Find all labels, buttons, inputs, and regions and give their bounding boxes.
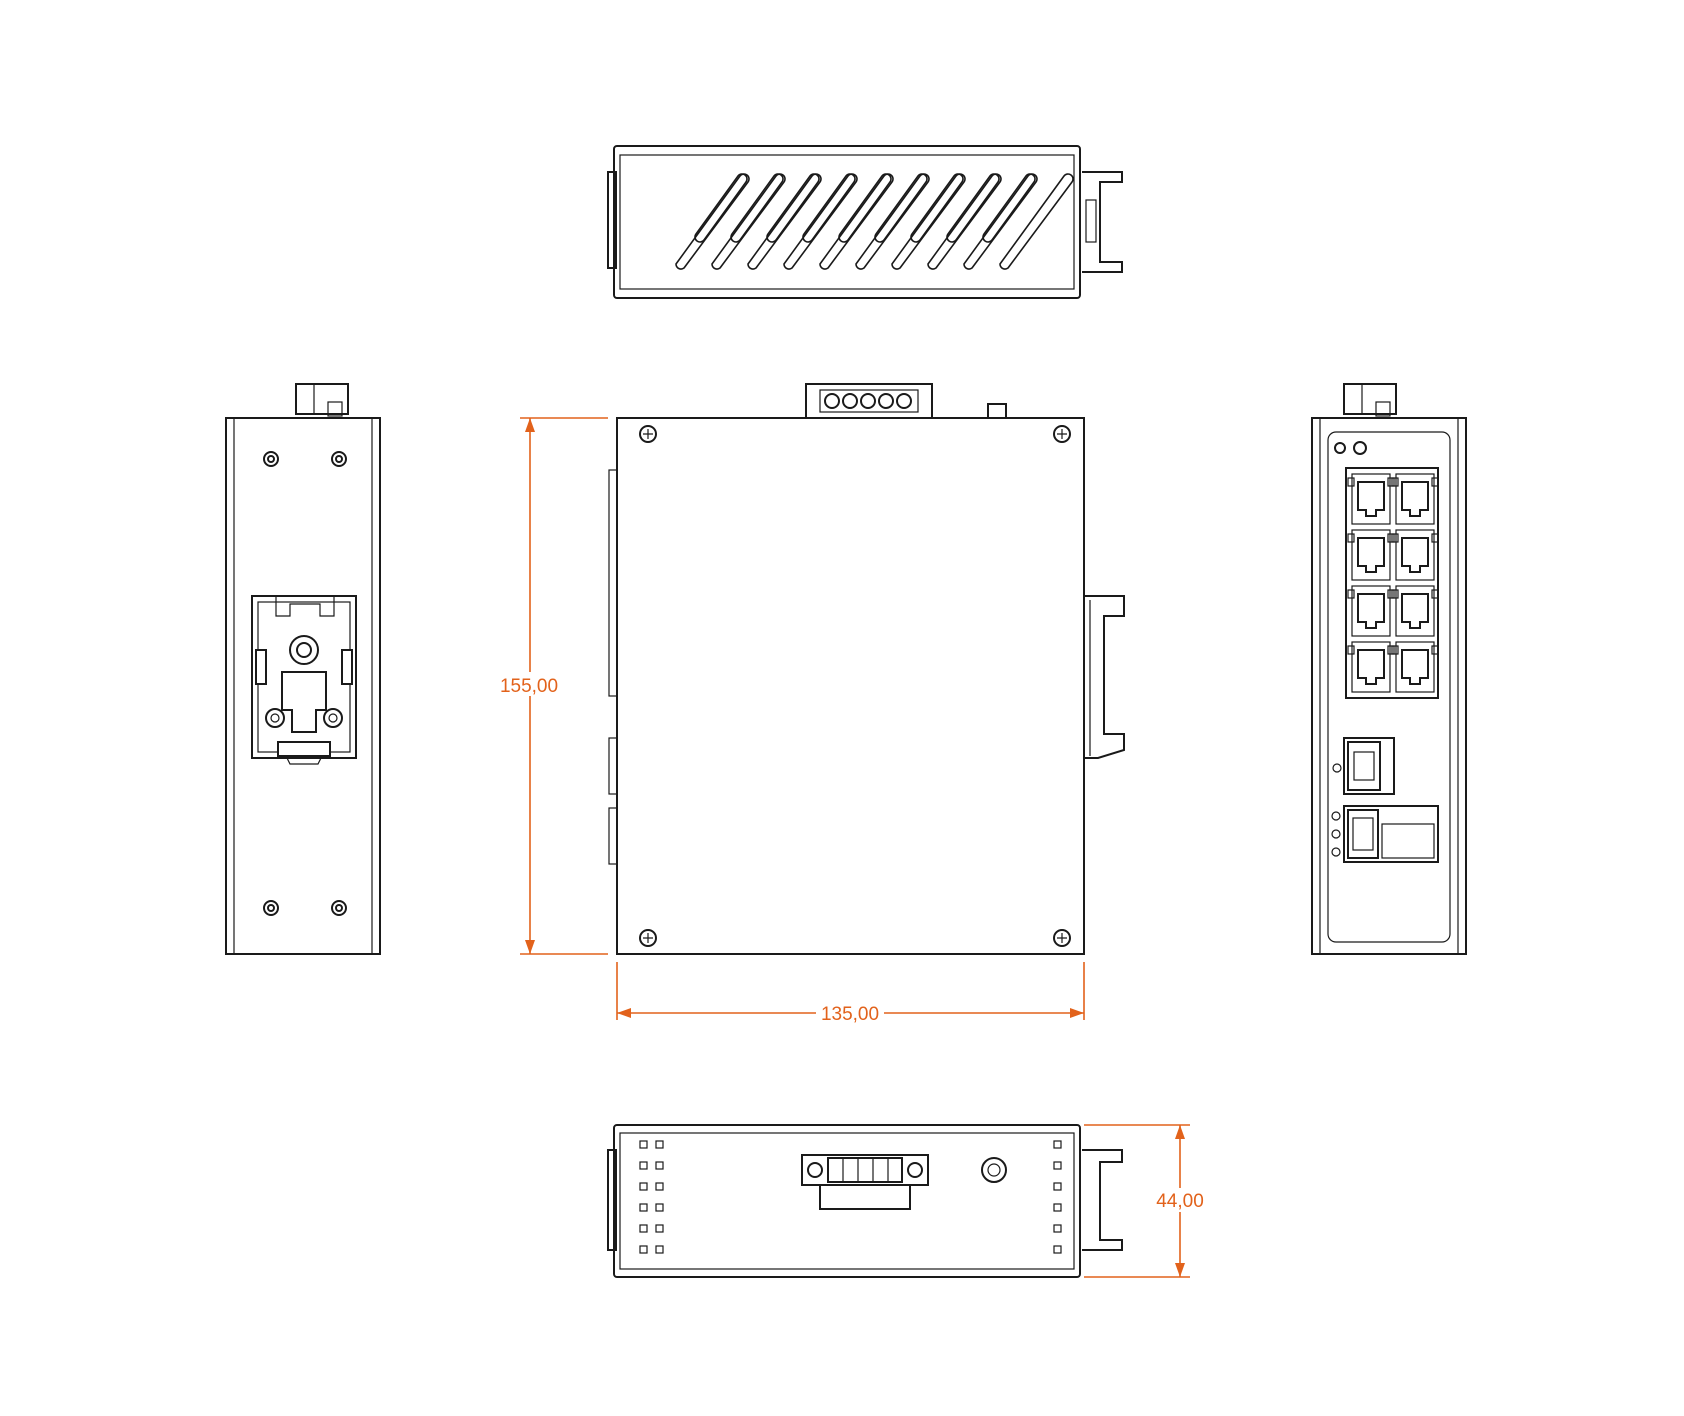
vent-hole — [655, 1224, 664, 1233]
vent-slot — [999, 173, 1074, 270]
width-dimension-label: 135,00 — [821, 1004, 879, 1025]
bottom-vent-holes — [639, 1140, 1062, 1254]
vent-slot — [946, 173, 1000, 243]
vent-hole — [1053, 1140, 1062, 1149]
rj45-port — [1391, 529, 1439, 581]
top-view — [607, 145, 1123, 299]
vent-slot — [910, 173, 964, 243]
vent-hole — [1053, 1224, 1062, 1233]
front-view — [608, 383, 1125, 955]
rj45-port — [1391, 473, 1439, 525]
vent-slot — [730, 173, 784, 243]
ground-connector — [981, 1157, 1007, 1183]
depth-dimension-label: 44,00 — [1156, 1191, 1204, 1212]
vent-hole — [655, 1203, 664, 1212]
power-terminal-connector — [801, 1154, 929, 1210]
vent-slot — [675, 173, 750, 270]
vent-hole — [639, 1182, 648, 1191]
rj45-port — [1347, 641, 1395, 693]
vent-slot — [783, 173, 858, 270]
sfp-port-2 — [1331, 805, 1439, 863]
rj45-port — [1347, 473, 1395, 525]
vent-slot — [747, 173, 822, 270]
vent-hole — [639, 1161, 648, 1170]
din-rail-bracket — [251, 595, 357, 765]
height-dimension-label: 155,00 — [500, 676, 558, 697]
vent-hole — [639, 1140, 648, 1149]
rj45-port — [1347, 529, 1395, 581]
vent-slot — [963, 173, 1038, 270]
rj45-port — [1347, 585, 1395, 637]
corner-screws — [639, 425, 1071, 947]
dimension-height: 155,00 — [496, 417, 608, 955]
vent-hole — [1053, 1203, 1062, 1212]
vent-hole — [655, 1245, 664, 1254]
bottom-view — [607, 1124, 1123, 1278]
vent-slot — [711, 173, 786, 270]
vent-slot — [802, 173, 856, 243]
vent-slot — [982, 173, 1036, 243]
left-side-view — [225, 383, 381, 955]
vent-hole — [639, 1245, 648, 1254]
rj45-port — [1391, 585, 1439, 637]
port-side-view — [1311, 383, 1467, 955]
vent-slot — [874, 173, 928, 243]
vent-hole — [1053, 1161, 1062, 1170]
vent-hole — [655, 1140, 664, 1149]
rj45-ports — [1347, 473, 1439, 693]
ventilation-slots — [675, 173, 1074, 270]
dimension-width: 135,00 — [616, 962, 1085, 1025]
vent-slot — [927, 173, 1002, 270]
vent-hole — [1053, 1182, 1062, 1191]
vent-slot — [819, 173, 894, 270]
vent-hole — [655, 1161, 664, 1170]
vent-slot — [766, 173, 820, 243]
vent-hole — [639, 1224, 648, 1233]
vent-slot — [855, 173, 930, 270]
dimension-depth: 44,00 — [1084, 1124, 1208, 1278]
vent-slot — [838, 173, 892, 243]
vent-hole — [1053, 1245, 1062, 1254]
sfp-port-1 — [1332, 737, 1395, 795]
vent-hole — [639, 1203, 648, 1212]
vent-slot — [694, 173, 748, 243]
vent-slot — [891, 173, 966, 270]
vent-hole — [655, 1182, 664, 1191]
rj45-port — [1391, 641, 1439, 693]
